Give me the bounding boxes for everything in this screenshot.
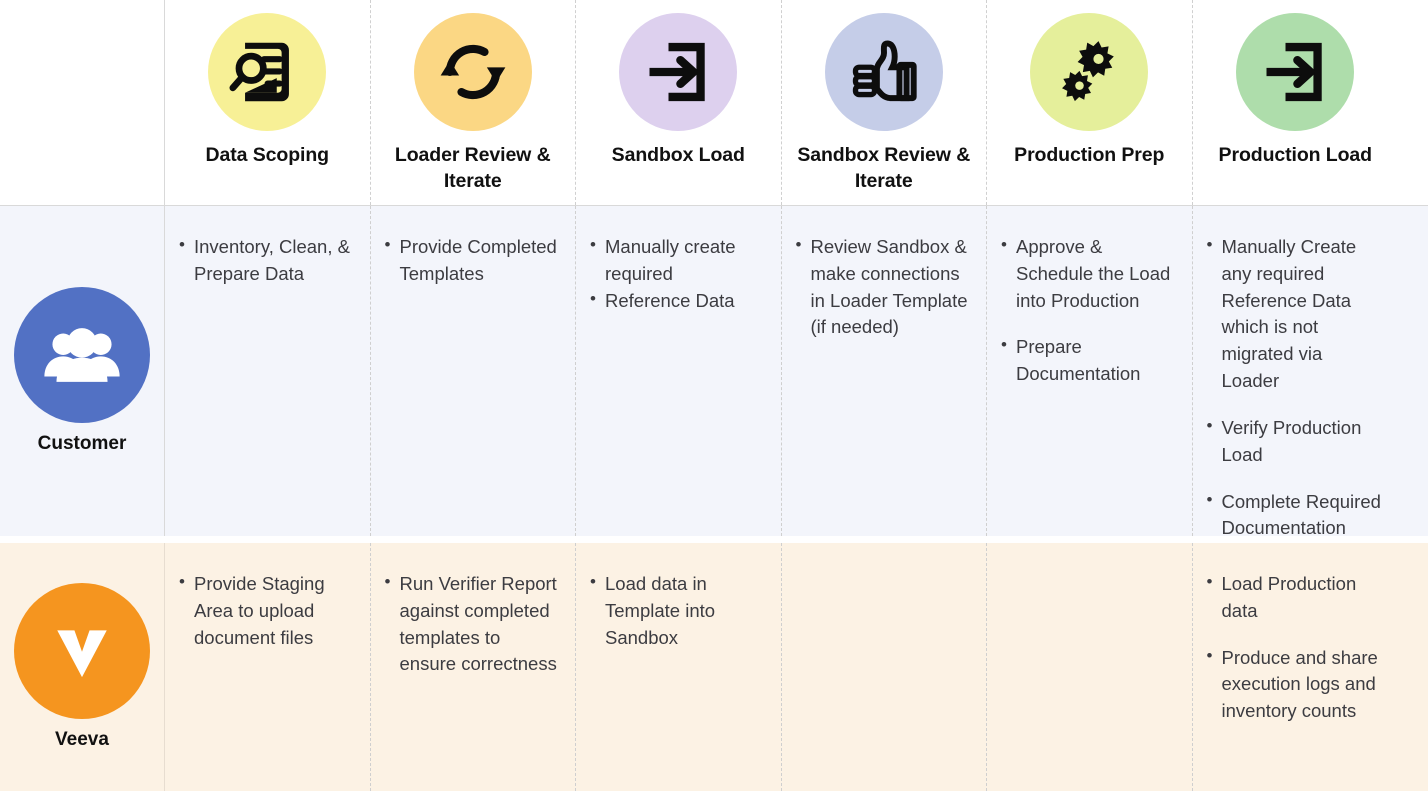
column-header-data-scoping[interactable]: Data Scoping	[165, 0, 371, 205]
column-header-label: Data Scoping	[205, 144, 330, 166]
veeva-logo-icon	[14, 583, 150, 719]
column-header-sandbox-load[interactable]: Sandbox Load	[576, 0, 782, 205]
column-header-label: Production Load	[1218, 144, 1373, 166]
cell-veeva-sandbox-load: Load data in Template into Sandbox	[576, 543, 782, 791]
bullet-list: Manually Create any required Reference D…	[1205, 233, 1385, 543]
bullet-list: Run Verifier Report against completed te…	[383, 570, 562, 678]
cell-customer-sandbox-review-iterate: Review Sandbox & make connections in Loa…	[782, 206, 987, 536]
header-row: Data Scoping Loader Review & Iterate	[0, 0, 1428, 206]
refresh-cycle-icon	[413, 13, 532, 131]
list-item: Load data in Template into Sandbox	[588, 570, 767, 651]
row-label-text: Veeva	[55, 729, 109, 750]
column-header-production-prep[interactable]: Production Prep	[987, 0, 1193, 205]
cell-customer-loader-review-iterate: Provide Completed Templates	[371, 206, 576, 536]
cell-customer-sandbox-load: Manually create required Reference Data	[576, 206, 782, 536]
bullet-list: Load data in Template into Sandbox	[588, 570, 767, 651]
row-label-veeva: Veeva	[0, 543, 165, 791]
list-item: Provide Completed Templates	[383, 233, 562, 288]
row-label-customer: Customer	[0, 206, 165, 536]
bullet-list: Approve & Schedule the Load into Product…	[999, 233, 1178, 388]
cell-veeva-data-scoping: Provide Staging Area to upload document …	[165, 543, 371, 791]
list-item: Load Production data	[1205, 570, 1385, 625]
list-item: Produce and share execution logs and inv…	[1205, 644, 1385, 725]
bullet-list: Review Sandbox & make connections in Loa…	[794, 233, 973, 341]
column-header-label: Sandbox Review & Iterate	[797, 144, 971, 192]
list-item: Run Verifier Report against completed te…	[383, 570, 562, 678]
thumbs-up-icon	[824, 13, 943, 131]
bullet-list: Inventory, Clean, & Prepare Data	[177, 233, 356, 288]
list-item: Review Sandbox & make connections in Loa…	[794, 233, 973, 341]
list-item: Complete Required Documentation	[1205, 488, 1385, 543]
bullet-list: Load Production data Produce and share e…	[1205, 570, 1385, 725]
list-item: Prepare Documentation	[999, 333, 1178, 388]
column-header-label: Sandbox Load	[611, 144, 745, 166]
login-arrow-icon	[619, 13, 738, 131]
cell-veeva-sandbox-review-iterate	[782, 543, 987, 791]
cell-veeva-production-load: Load Production data Produce and share e…	[1193, 543, 1399, 791]
list-item: Manually Create any required Reference D…	[1205, 233, 1385, 395]
list-item: Approve & Schedule the Load into Product…	[999, 233, 1178, 314]
cell-customer-production-load: Manually Create any required Reference D…	[1193, 206, 1399, 538]
document-search-icon	[208, 13, 327, 131]
column-header-label: Production Prep	[1014, 144, 1165, 166]
bullet-list: Provide Completed Templates	[383, 233, 562, 288]
cell-customer-data-scoping: Inventory, Clean, & Prepare Data	[165, 206, 371, 536]
column-header-loader-review-iterate[interactable]: Loader Review & Iterate	[371, 0, 576, 205]
column-header-label: Loader Review & Iterate	[394, 144, 551, 192]
list-item: Verify Production Load	[1205, 414, 1385, 469]
cell-customer-production-prep: Approve & Schedule the Load into Product…	[987, 206, 1193, 536]
list-item: Reference Data	[588, 287, 767, 315]
login-arrow-icon	[1236, 13, 1355, 131]
list-item: Provide Staging Area to upload document …	[177, 570, 356, 651]
list-item: Manually create required	[588, 233, 767, 288]
bullet-list: Manually create required Reference Data	[588, 233, 767, 315]
row-divider-gap	[0, 536, 1428, 543]
users-group-icon	[14, 287, 150, 423]
list-item: Inventory, Clean, & Prepare Data	[177, 233, 356, 288]
gears-icon	[1030, 13, 1149, 131]
cell-veeva-production-prep	[987, 543, 1193, 791]
row-veeva: Veeva Provide Staging Area to upload doc…	[0, 543, 1428, 791]
cell-veeva-loader-review-iterate: Run Verifier Report against completed te…	[371, 543, 576, 791]
row-label-text: Customer	[37, 433, 127, 454]
header-corner-cell	[0, 0, 165, 205]
column-header-production-load[interactable]: Production Load	[1193, 0, 1399, 205]
bullet-list: Provide Staging Area to upload document …	[177, 570, 356, 651]
row-customer: Customer Inventory, Clean, & Prepare Dat…	[0, 206, 1428, 538]
column-header-sandbox-review-iterate[interactable]: Sandbox Review & Iterate	[782, 0, 987, 205]
